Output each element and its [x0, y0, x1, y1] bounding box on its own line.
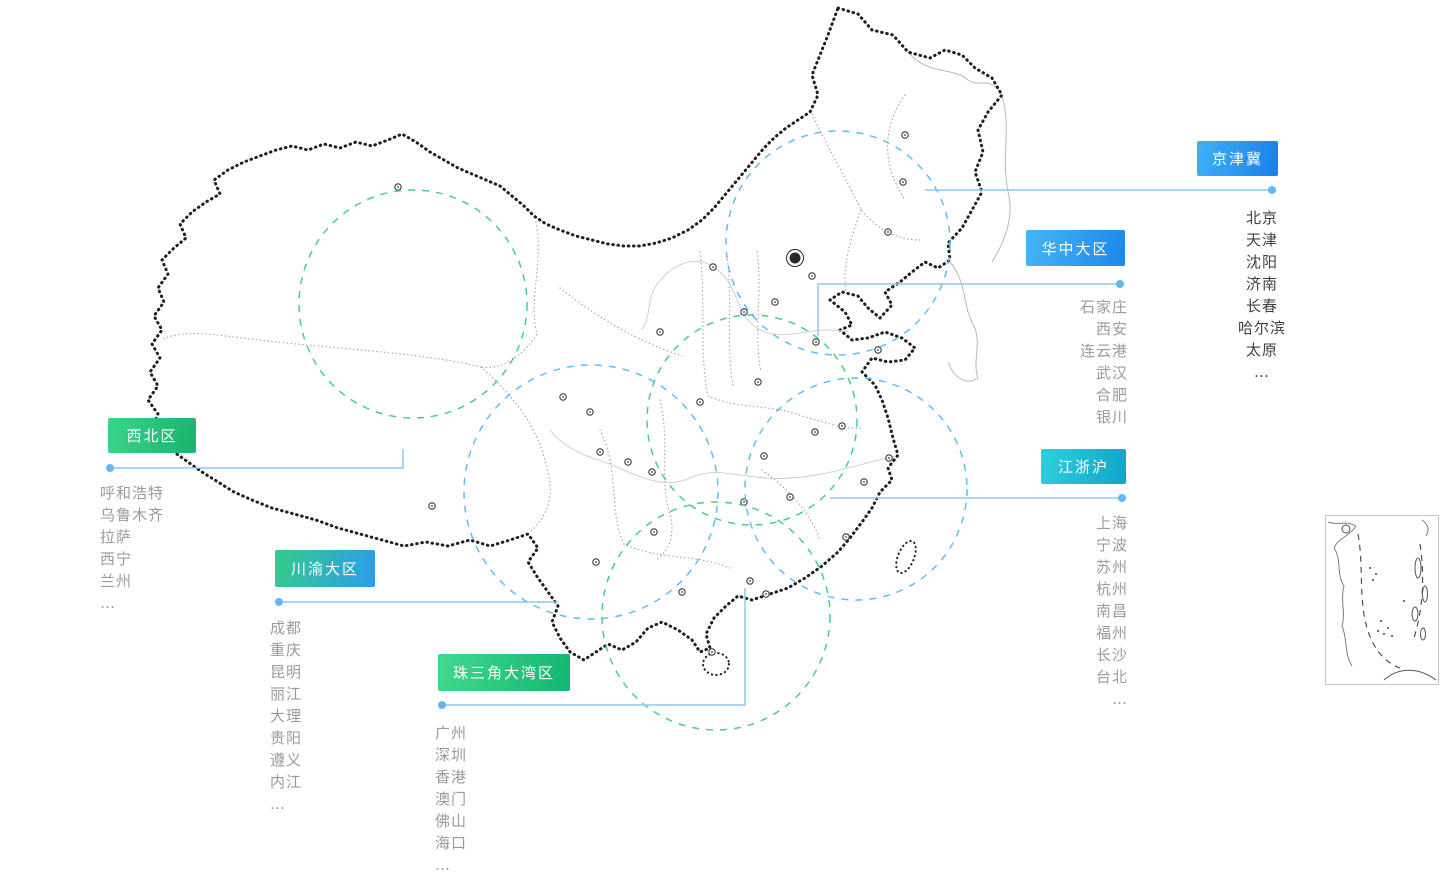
city-item: 杭州 [1095, 580, 1128, 598]
city-item: 武汉 [1095, 364, 1128, 382]
offshore-coastlines [907, 51, 1011, 382]
city-list-huazhong: 石家庄西安连云港武汉合肥银川 [1008, 296, 1128, 428]
city-list-xibei: 呼和浩特乌鲁木齐拉萨西宁兰州 … [100, 482, 164, 614]
city-item: 海口 [435, 834, 468, 852]
region-badge-jingjinji[interactable]: 京津冀 [1197, 141, 1278, 176]
city-item: 宁波 [1095, 536, 1128, 554]
region-badge-xibei[interactable]: 西北区 [108, 418, 196, 453]
circle-chuanyu [463, 364, 719, 620]
region-badge-huazhong[interactable]: 华中大区 [1026, 230, 1125, 266]
city-item: 银川 [1095, 408, 1128, 426]
city-item: 济南 [1245, 275, 1278, 293]
city-item: 西安 [1095, 320, 1128, 338]
city-item: 太原 [1245, 341, 1278, 359]
rivers [549, 260, 897, 483]
city-item: 连云港 [1079, 342, 1128, 360]
connector-zhusanjiao [442, 588, 746, 706]
city-item: 内江 [270, 773, 303, 791]
city-list-chuanyu: 成都重庆昆明丽江大理贵阳遵义内江 … [270, 617, 302, 815]
circle-zhusanjiao [601, 501, 831, 731]
taiwan-island [895, 539, 917, 575]
south-china-sea-inset-map [1325, 515, 1439, 685]
circle-huazhong [646, 314, 858, 526]
city-item: 长春 [1245, 297, 1278, 315]
city-markers [394, 131, 909, 656]
city-item: 遵义 [270, 751, 303, 769]
city-item: … [270, 795, 286, 813]
city-item: 昆明 [270, 663, 303, 681]
city-item: 拉萨 [100, 528, 133, 546]
connector-lines [106, 186, 1276, 709]
city-item: 北京 [1245, 209, 1278, 227]
city-item: 沈阳 [1245, 253, 1278, 271]
beijing-capital-marker [789, 252, 801, 264]
city-item: 深圳 [435, 746, 468, 764]
circle-jiangzhehu [744, 377, 968, 601]
city-item: 成都 [270, 619, 303, 637]
city-item: 重庆 [270, 641, 303, 659]
city-item: 兰州 [100, 572, 133, 590]
city-item: 天津 [1245, 231, 1278, 249]
circle-jingjinji [725, 130, 951, 356]
city-list-jingjinji: 北京天津沈阳济南长春哈尔滨太原 … [1202, 207, 1322, 383]
hainan-island [702, 652, 730, 676]
city-item: 丽江 [270, 685, 303, 703]
city-item: 大理 [270, 707, 303, 725]
city-item: 佛山 [435, 812, 468, 830]
region-badge-chuanyu[interactable]: 川渝大区 [275, 550, 375, 587]
city-item: 石家庄 [1079, 298, 1128, 316]
region-badge-zhusanjiao[interactable]: 珠三角大湾区 [438, 654, 570, 691]
city-list-jiangzhehu: 上海宁波苏州杭州南昌福州长沙台北 … [1008, 512, 1128, 710]
connector-xibei [110, 449, 404, 469]
city-item: 西宁 [100, 550, 133, 568]
city-item: 澳门 [435, 790, 468, 808]
city-item: 合肥 [1095, 386, 1128, 404]
city-item: … [100, 594, 116, 612]
city-item: 贵阳 [270, 729, 303, 747]
china-outline [146, 6, 1004, 676]
province-borders [161, 94, 921, 569]
city-item: 香港 [435, 768, 468, 786]
city-item: 广州 [435, 724, 468, 742]
city-list-zhusanjiao: 广州深圳香港澳门佛山海口 … [435, 722, 467, 876]
circle-xibei [298, 189, 528, 419]
city-item: 福州 [1095, 624, 1128, 642]
region-badge-jiangzhehu[interactable]: 江浙沪 [1041, 449, 1126, 484]
city-item: 南昌 [1095, 602, 1128, 620]
city-item: 苏州 [1095, 558, 1128, 576]
connector-huazhong [817, 283, 1120, 336]
city-item: 长沙 [1095, 646, 1128, 664]
city-item: 上海 [1095, 514, 1128, 532]
city-item: 哈尔滨 [1237, 319, 1286, 337]
city-item: … [1254, 363, 1270, 381]
city-item: 乌鲁木齐 [100, 506, 165, 524]
city-item: … [435, 856, 451, 874]
city-item: … [1112, 690, 1128, 708]
region-circles [298, 130, 968, 731]
city-item: 台北 [1095, 668, 1128, 686]
city-item: 呼和浩特 [100, 484, 165, 502]
